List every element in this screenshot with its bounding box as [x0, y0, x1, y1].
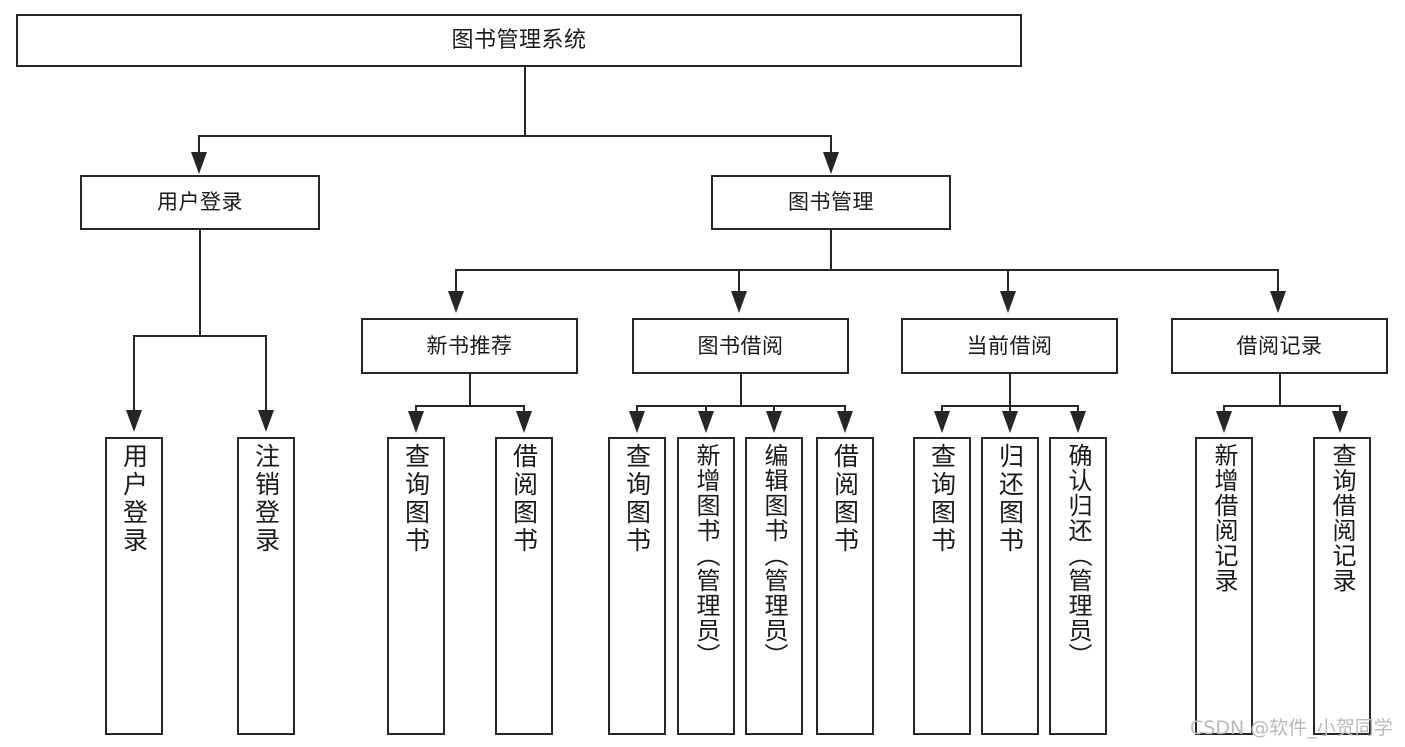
connector-borrow-record-bar — [1223, 405, 1341, 407]
connector-current-borrow-drop-2 — [1009, 405, 1011, 413]
connector-book-borrow-bar — [636, 405, 846, 407]
leaf-book-borrow-query-book[interactable]: 查询图书 — [608, 437, 666, 735]
arrowhead-to-new-book-query — [408, 411, 424, 433]
node-label: 新书推荐 — [426, 333, 513, 358]
arrowhead-to-borrow-record — [1270, 291, 1286, 313]
leaf-new-book-borrow-book[interactable]: 借阅图书 — [495, 437, 553, 735]
node-label: 归还图书 — [995, 443, 1025, 555]
node-borrow-record[interactable]: 借阅记录 — [1171, 318, 1388, 374]
node-label: 确认归还（管理员） — [1064, 443, 1092, 668]
connector-borrow-record-drop-1 — [1223, 405, 1225, 413]
arrowhead-to-cb-confirm — [1070, 411, 1086, 433]
arrowhead-to-bb-query — [629, 411, 645, 433]
node-current-borrow[interactable]: 当前借阅 — [901, 318, 1118, 374]
connector-book-borrow-drop-1 — [636, 405, 638, 413]
arrowhead-to-current-borrow — [1000, 291, 1016, 313]
node-label: 新增图书（管理员） — [692, 443, 720, 668]
node-label: 查询图书 — [927, 443, 957, 555]
node-label: 编辑图书（管理员） — [760, 443, 788, 668]
arrowhead-to-cb-query — [934, 411, 950, 433]
node-label: 当前借阅 — [966, 333, 1053, 358]
leaf-user-login[interactable]: 用户登录 — [105, 437, 163, 735]
node-label: 借阅图书 — [830, 443, 860, 555]
node-label: 图书管理系统 — [451, 27, 587, 53]
node-new-book-recommend[interactable]: 新书推荐 — [361, 318, 578, 374]
connector-root-bar — [198, 135, 832, 137]
connector-book-borrow-drop-2 — [705, 405, 707, 413]
connector-book-manage-bar — [455, 269, 1278, 271]
leaf-book-borrow-borrow-book[interactable]: 借阅图书 — [816, 437, 874, 735]
connector-book-borrow-drop-3 — [773, 405, 775, 413]
connector-root-right-drop — [830, 135, 832, 155]
node-label: 注销登录 — [251, 443, 281, 555]
connector-book-manage-drop-3 — [1007, 269, 1009, 294]
node-book-management[interactable]: 图书管理 — [711, 175, 951, 230]
node-label: 查询图书 — [622, 443, 652, 555]
arrowhead-to-cb-return — [1002, 411, 1018, 433]
leaf-borrow-record-query-record[interactable]: 查询借阅记录 — [1313, 437, 1371, 735]
connector-borrow-record-stem — [1279, 374, 1281, 407]
arrowhead-to-leaf-logout — [258, 410, 274, 432]
connector-book-borrow-drop-4 — [844, 405, 846, 413]
leaf-current-borrow-query-book[interactable]: 查询图书 — [913, 437, 971, 735]
node-label: 查询图书 — [401, 443, 431, 555]
arrowhead-to-bb-add — [698, 411, 714, 433]
leaf-new-book-query-book[interactable]: 查询图书 — [387, 437, 445, 735]
connector-new-book-drop-1 — [415, 405, 417, 413]
leaf-current-borrow-confirm-return-admin[interactable]: 确认归还（管理员） — [1049, 437, 1107, 735]
node-user-login[interactable]: 用户登录 — [80, 175, 320, 230]
arrowhead-to-new-book — [448, 291, 464, 313]
leaf-borrow-record-add-record[interactable]: 新增借阅记录 — [1195, 437, 1253, 735]
connector-user-login-bar — [133, 335, 267, 337]
connector-current-borrow-drop-1 — [941, 405, 943, 413]
node-label: 图书借阅 — [697, 333, 784, 358]
connector-root-stem — [524, 67, 526, 136]
arrowhead-to-br-add — [1216, 411, 1232, 433]
node-label: 借阅记录 — [1236, 333, 1323, 358]
node-label: 用户登录 — [119, 443, 149, 555]
connector-root-left-drop — [198, 135, 200, 155]
arrowhead-to-user-login — [191, 152, 207, 174]
leaf-logout[interactable]: 注销登录 — [237, 437, 295, 735]
leaf-book-borrow-edit-book-admin[interactable]: 编辑图书（管理员） — [745, 437, 803, 735]
node-label: 图书管理 — [788, 190, 874, 215]
leaf-current-borrow-return-book[interactable]: 归还图书 — [981, 437, 1039, 735]
arrowhead-to-book-borrow — [731, 291, 747, 313]
connector-current-borrow-stem — [1009, 374, 1011, 407]
watermark-text: CSDN @软件_小贺同学 — [1190, 717, 1393, 739]
connector-current-borrow-drop-3 — [1077, 405, 1079, 413]
connector-user-login-drop-2 — [265, 335, 267, 411]
connector-book-borrow-stem — [740, 374, 742, 407]
node-label: 新增借阅记录 — [1210, 443, 1238, 593]
arrowhead-to-book-manage — [823, 152, 839, 174]
arrowhead-to-br-query — [1332, 411, 1348, 433]
connector-user-login-stem — [199, 230, 201, 336]
arrowhead-to-bb-edit — [766, 411, 782, 433]
connector-new-book-drop-2 — [523, 405, 525, 413]
connector-book-manage-drop-4 — [1277, 269, 1279, 294]
connector-borrow-record-drop-2 — [1339, 405, 1341, 413]
connector-book-manage-drop-1 — [455, 269, 457, 294]
leaf-book-borrow-add-book-admin[interactable]: 新增图书（管理员） — [677, 437, 735, 735]
node-label: 借阅图书 — [509, 443, 539, 555]
connector-book-manage-drop-2 — [738, 269, 740, 294]
connector-user-login-drop-1 — [133, 335, 135, 411]
node-label: 用户登录 — [157, 190, 243, 215]
node-root-system[interactable]: 图书管理系统 — [16, 14, 1022, 67]
connector-book-manage-stem — [830, 230, 832, 271]
arrowhead-to-leaf-user-login — [126, 410, 142, 432]
connector-new-book-bar — [415, 405, 525, 407]
arrowhead-to-bb-borrow — [837, 411, 853, 433]
arrowhead-to-new-book-borrow — [516, 411, 532, 433]
connector-new-book-stem — [469, 374, 471, 407]
node-label: 查询借阅记录 — [1328, 443, 1356, 593]
node-book-borrow[interactable]: 图书借阅 — [632, 318, 849, 374]
